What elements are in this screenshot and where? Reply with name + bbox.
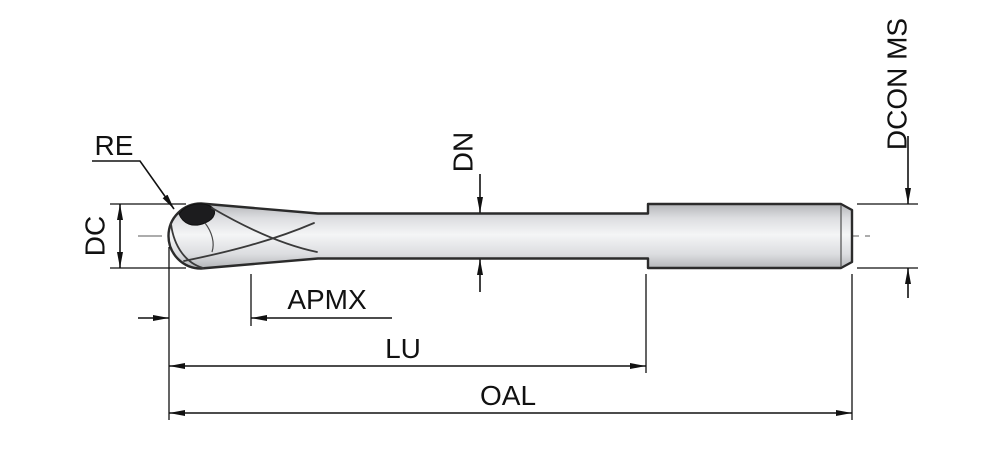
re-dimension: RE: [92, 130, 175, 210]
apmx-label: APMX: [287, 284, 367, 315]
dn-label: DN: [448, 132, 479, 172]
dc-label: DC: [80, 216, 111, 256]
re-leader-arrow: [92, 160, 175, 210]
flute-edge-lower: [183, 222, 315, 262]
re-label: RE: [95, 130, 134, 161]
tool-body: [167, 202, 854, 270]
oal-label: OAL: [480, 380, 536, 411]
lu-label: LU: [385, 333, 421, 364]
flute-edge-upper: [211, 207, 318, 253]
apmx-dimension: APMX: [138, 274, 392, 326]
dc-dimension: DC: [80, 203, 186, 269]
oal-dimension: OAL: [169, 274, 853, 420]
lu-dimension: LU: [169, 274, 647, 373]
flute-face-dark: [178, 203, 216, 226]
gash-edge: [204, 222, 214, 253]
dn-dimension: DN: [448, 132, 483, 292]
tool-silhouette: [167, 202, 854, 270]
ball-cutting-edge: [170, 223, 204, 269]
dcon-dimension: DCON MS: [857, 18, 918, 298]
dcon-label: DCON MS: [882, 18, 913, 150]
